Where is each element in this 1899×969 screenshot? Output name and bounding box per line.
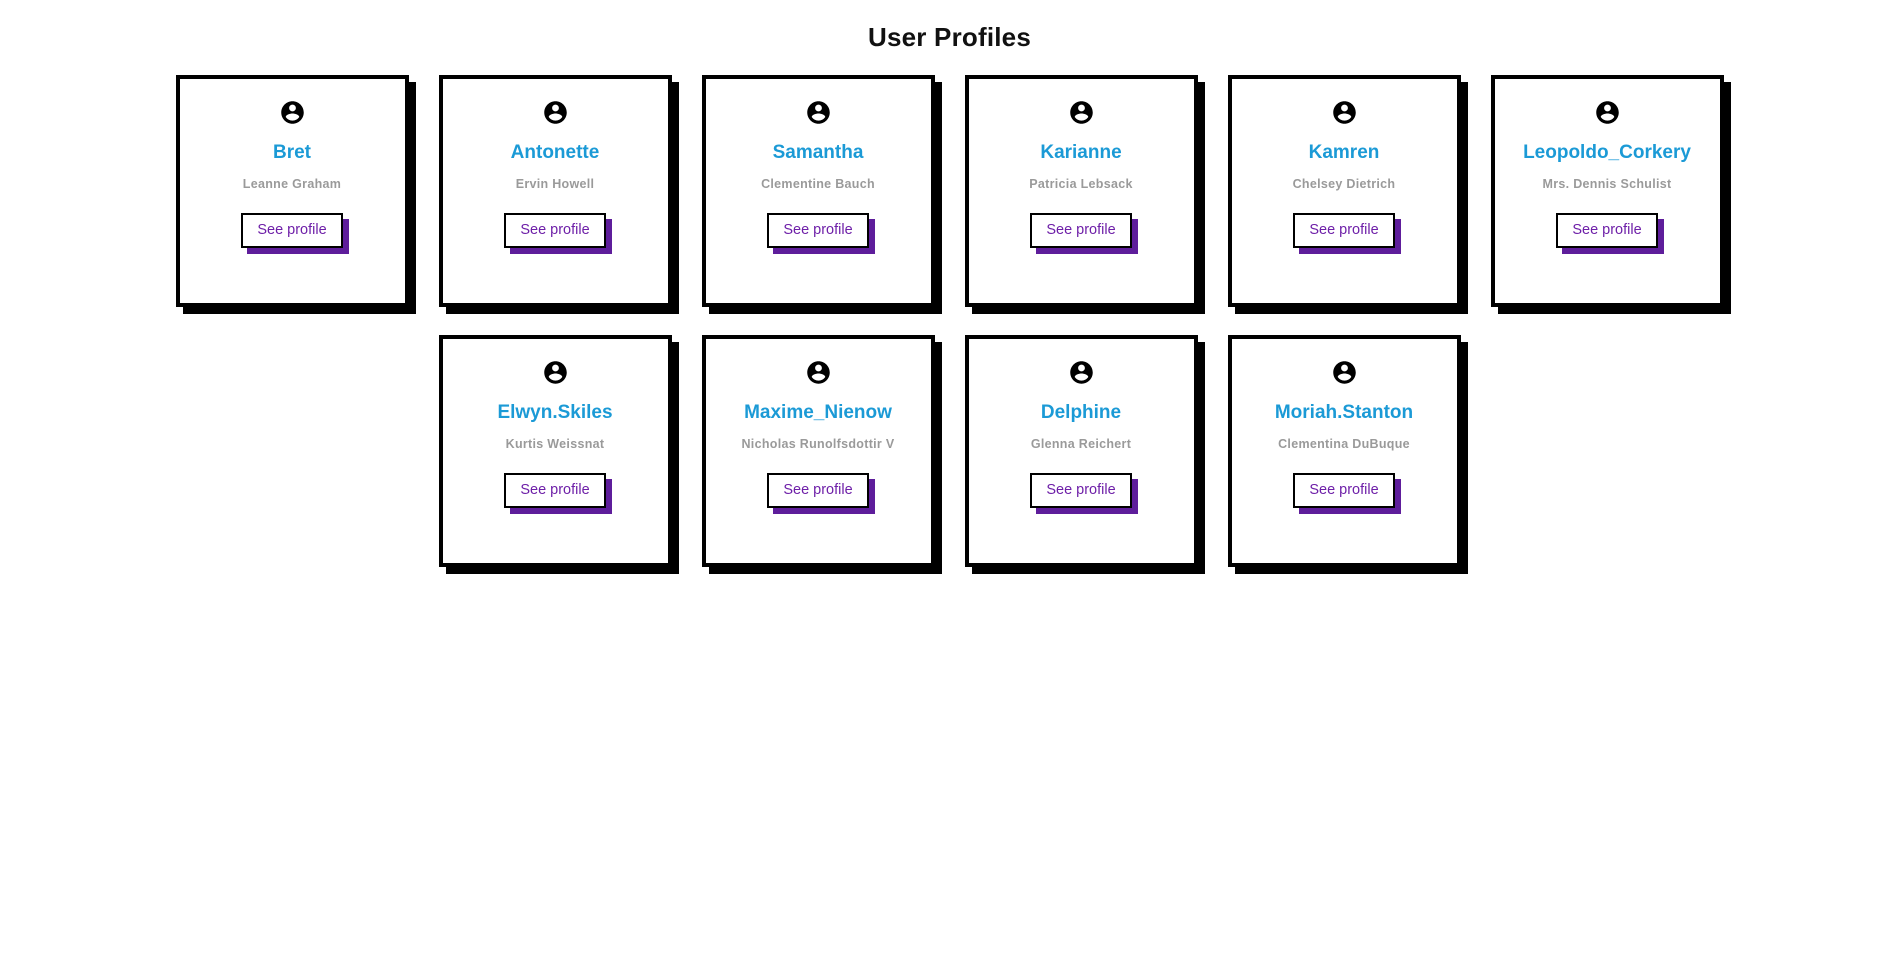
- profile-fullname: Nicholas Runolfsdottir V: [741, 436, 895, 451]
- profile-fullname: Patricia Lebsack: [1029, 176, 1133, 191]
- profile-fullname: Leanne Graham: [242, 176, 342, 191]
- see-profile-button[interactable]: See profile: [1030, 472, 1132, 508]
- see-profile-button[interactable]: See profile: [241, 212, 343, 248]
- page-title: User Profiles: [867, 22, 1031, 52]
- profile-username: Samantha: [772, 142, 864, 163]
- profile-fullname: Clementina DuBuque: [1278, 436, 1410, 451]
- profile-username: Bret: [272, 142, 311, 163]
- account-circle-icon: [542, 359, 569, 386]
- account-circle-icon: [1068, 359, 1095, 386]
- profile-username: Delphine: [1040, 402, 1122, 423]
- profile-fullname: Kurtis Weissnat: [505, 436, 605, 451]
- account-circle-icon: [542, 99, 569, 126]
- account-circle-icon: [805, 359, 832, 386]
- profile-username: Leopoldo_Corkery: [1523, 142, 1691, 163]
- see-profile-button[interactable]: See profile: [1556, 212, 1658, 248]
- see-profile-button[interactable]: See profile: [1030, 212, 1132, 248]
- account-circle-icon: [1594, 99, 1621, 126]
- account-circle-icon: [805, 99, 832, 126]
- profile-fullname: Glenna Reichert: [1030, 436, 1132, 451]
- account-circle-icon: [1331, 99, 1358, 126]
- profile-username: Kamren: [1308, 142, 1380, 163]
- profile-username: Moriah.Stanton: [1274, 402, 1414, 423]
- profile-fullname: Chelsey Dietrich: [1292, 176, 1396, 191]
- profile-fullname: Mrs. Dennis Schulist: [1542, 176, 1672, 191]
- see-profile-button[interactable]: See profile: [1293, 472, 1395, 508]
- account-circle-icon: [1331, 359, 1358, 386]
- profile-username: Karianne: [1040, 142, 1122, 163]
- account-circle-icon: [1068, 99, 1095, 126]
- see-profile-button[interactable]: See profile: [504, 472, 606, 508]
- profile-username: Antonette: [510, 142, 600, 163]
- see-profile-button[interactable]: See profile: [1293, 212, 1395, 248]
- see-profile-button[interactable]: See profile: [767, 472, 869, 508]
- account-circle-icon: [279, 99, 306, 126]
- see-profile-button[interactable]: See profile: [767, 212, 869, 248]
- profile-username: Maxime_Nienow: [744, 402, 892, 423]
- profile-fullname: Ervin Howell: [515, 176, 595, 191]
- profile-username: Elwyn.Skiles: [497, 402, 613, 423]
- profile-fullname: Clementine Bauch: [761, 176, 875, 191]
- see-profile-button[interactable]: See profile: [504, 212, 606, 248]
